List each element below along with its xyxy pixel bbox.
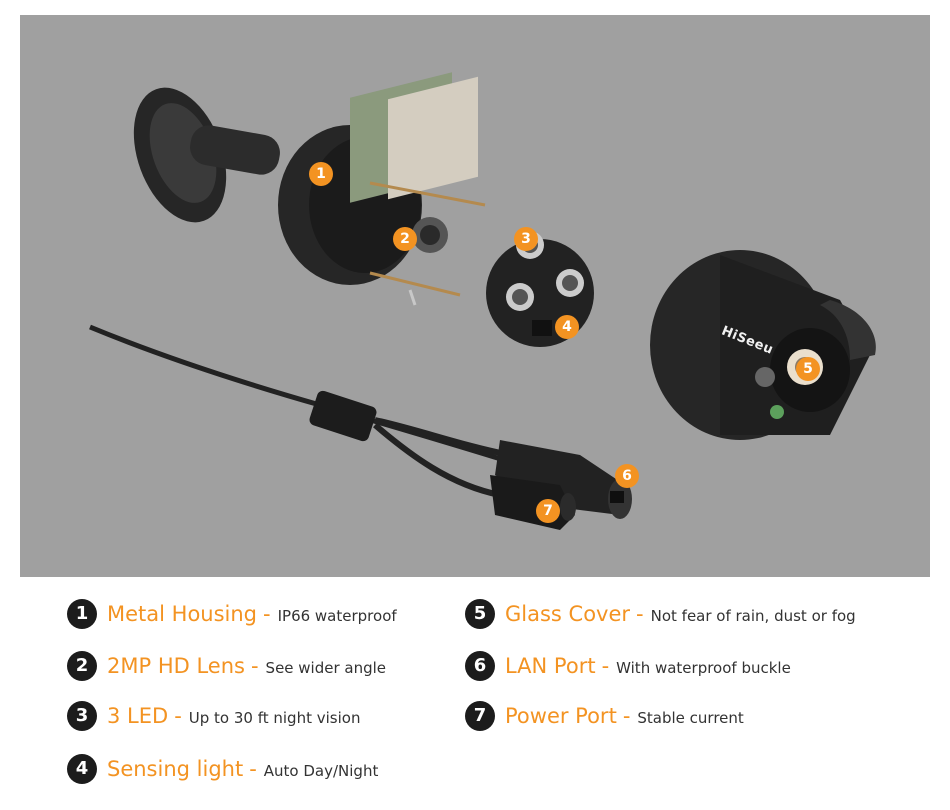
feature-name: 2MP HD Lens <box>107 654 245 678</box>
feature-name: Sensing light <box>107 757 244 781</box>
feature-description: Auto Day/Night <box>263 762 379 780</box>
feature-description: Not fear of rain, dust or fog <box>650 607 856 625</box>
feature-4: 4 Sensing light - Auto Day/Night <box>67 754 378 784</box>
cable-branch-lan <box>374 417 511 458</box>
feature-1: 1 Metal Housing - IP66 waterproof <box>67 599 397 629</box>
feature-5: 5 Glass Cover - Not fear of rain, dust o… <box>465 599 856 629</box>
feature-description: See wider angle <box>265 659 387 677</box>
feature-description: With waterproof buckle <box>616 659 791 677</box>
mount-arm <box>190 125 280 175</box>
feature-name: 3 LED <box>107 704 169 728</box>
callout-7: 7 <box>536 499 560 523</box>
feature-description: IP66 waterproof <box>277 607 397 625</box>
callout-3: 3 <box>514 227 538 251</box>
camera-front <box>650 250 876 440</box>
camera-illustration <box>89 72 876 530</box>
feature-name: LAN Port <box>505 654 596 678</box>
feature-name: Metal Housing <box>107 602 258 626</box>
callout-1: 1 <box>309 162 333 186</box>
number-badge: 6 <box>465 651 495 681</box>
feature-3: 3 3 LED - Up to 30 ft night vision <box>67 701 360 731</box>
number-badge: 2 <box>67 651 97 681</box>
feature-name: Power Port <box>505 704 617 728</box>
number-badge: 4 <box>67 754 97 784</box>
product-exploded-view: HiSeeu 1 2 3 4 5 6 7 <box>20 15 930 577</box>
feature-separator: - <box>636 602 644 626</box>
feature-separator: - <box>174 704 182 728</box>
callout-2: 2 <box>393 227 417 251</box>
feature-name: Glass Cover <box>505 602 631 626</box>
feature-separator: - <box>601 654 610 678</box>
callout-4: 4 <box>555 315 579 339</box>
cable-splitter <box>309 390 377 442</box>
feature-separator: - <box>622 704 631 728</box>
feature-6: 6 LAN Port - With waterproof buckle <box>465 651 791 681</box>
feature-separator: - <box>250 654 259 678</box>
feature-separator: - <box>263 602 271 626</box>
number-badge: 7 <box>465 701 495 731</box>
sensor-pcb <box>350 72 486 306</box>
feature-7: 7 Power Port - Stable current <box>465 701 744 731</box>
number-badge: 3 <box>67 701 97 731</box>
cable-branch-power <box>373 422 501 498</box>
callout-5: 5 <box>796 357 820 381</box>
number-badge: 1 <box>67 599 97 629</box>
callout-6: 6 <box>615 464 639 488</box>
feature-separator: - <box>249 757 257 781</box>
feature-description: Stable current <box>637 709 744 727</box>
feature-description: Up to 30 ft night vision <box>188 709 361 727</box>
feature-2: 2 2MP HD Lens - See wider angle <box>67 651 386 681</box>
number-badge: 5 <box>465 599 495 629</box>
